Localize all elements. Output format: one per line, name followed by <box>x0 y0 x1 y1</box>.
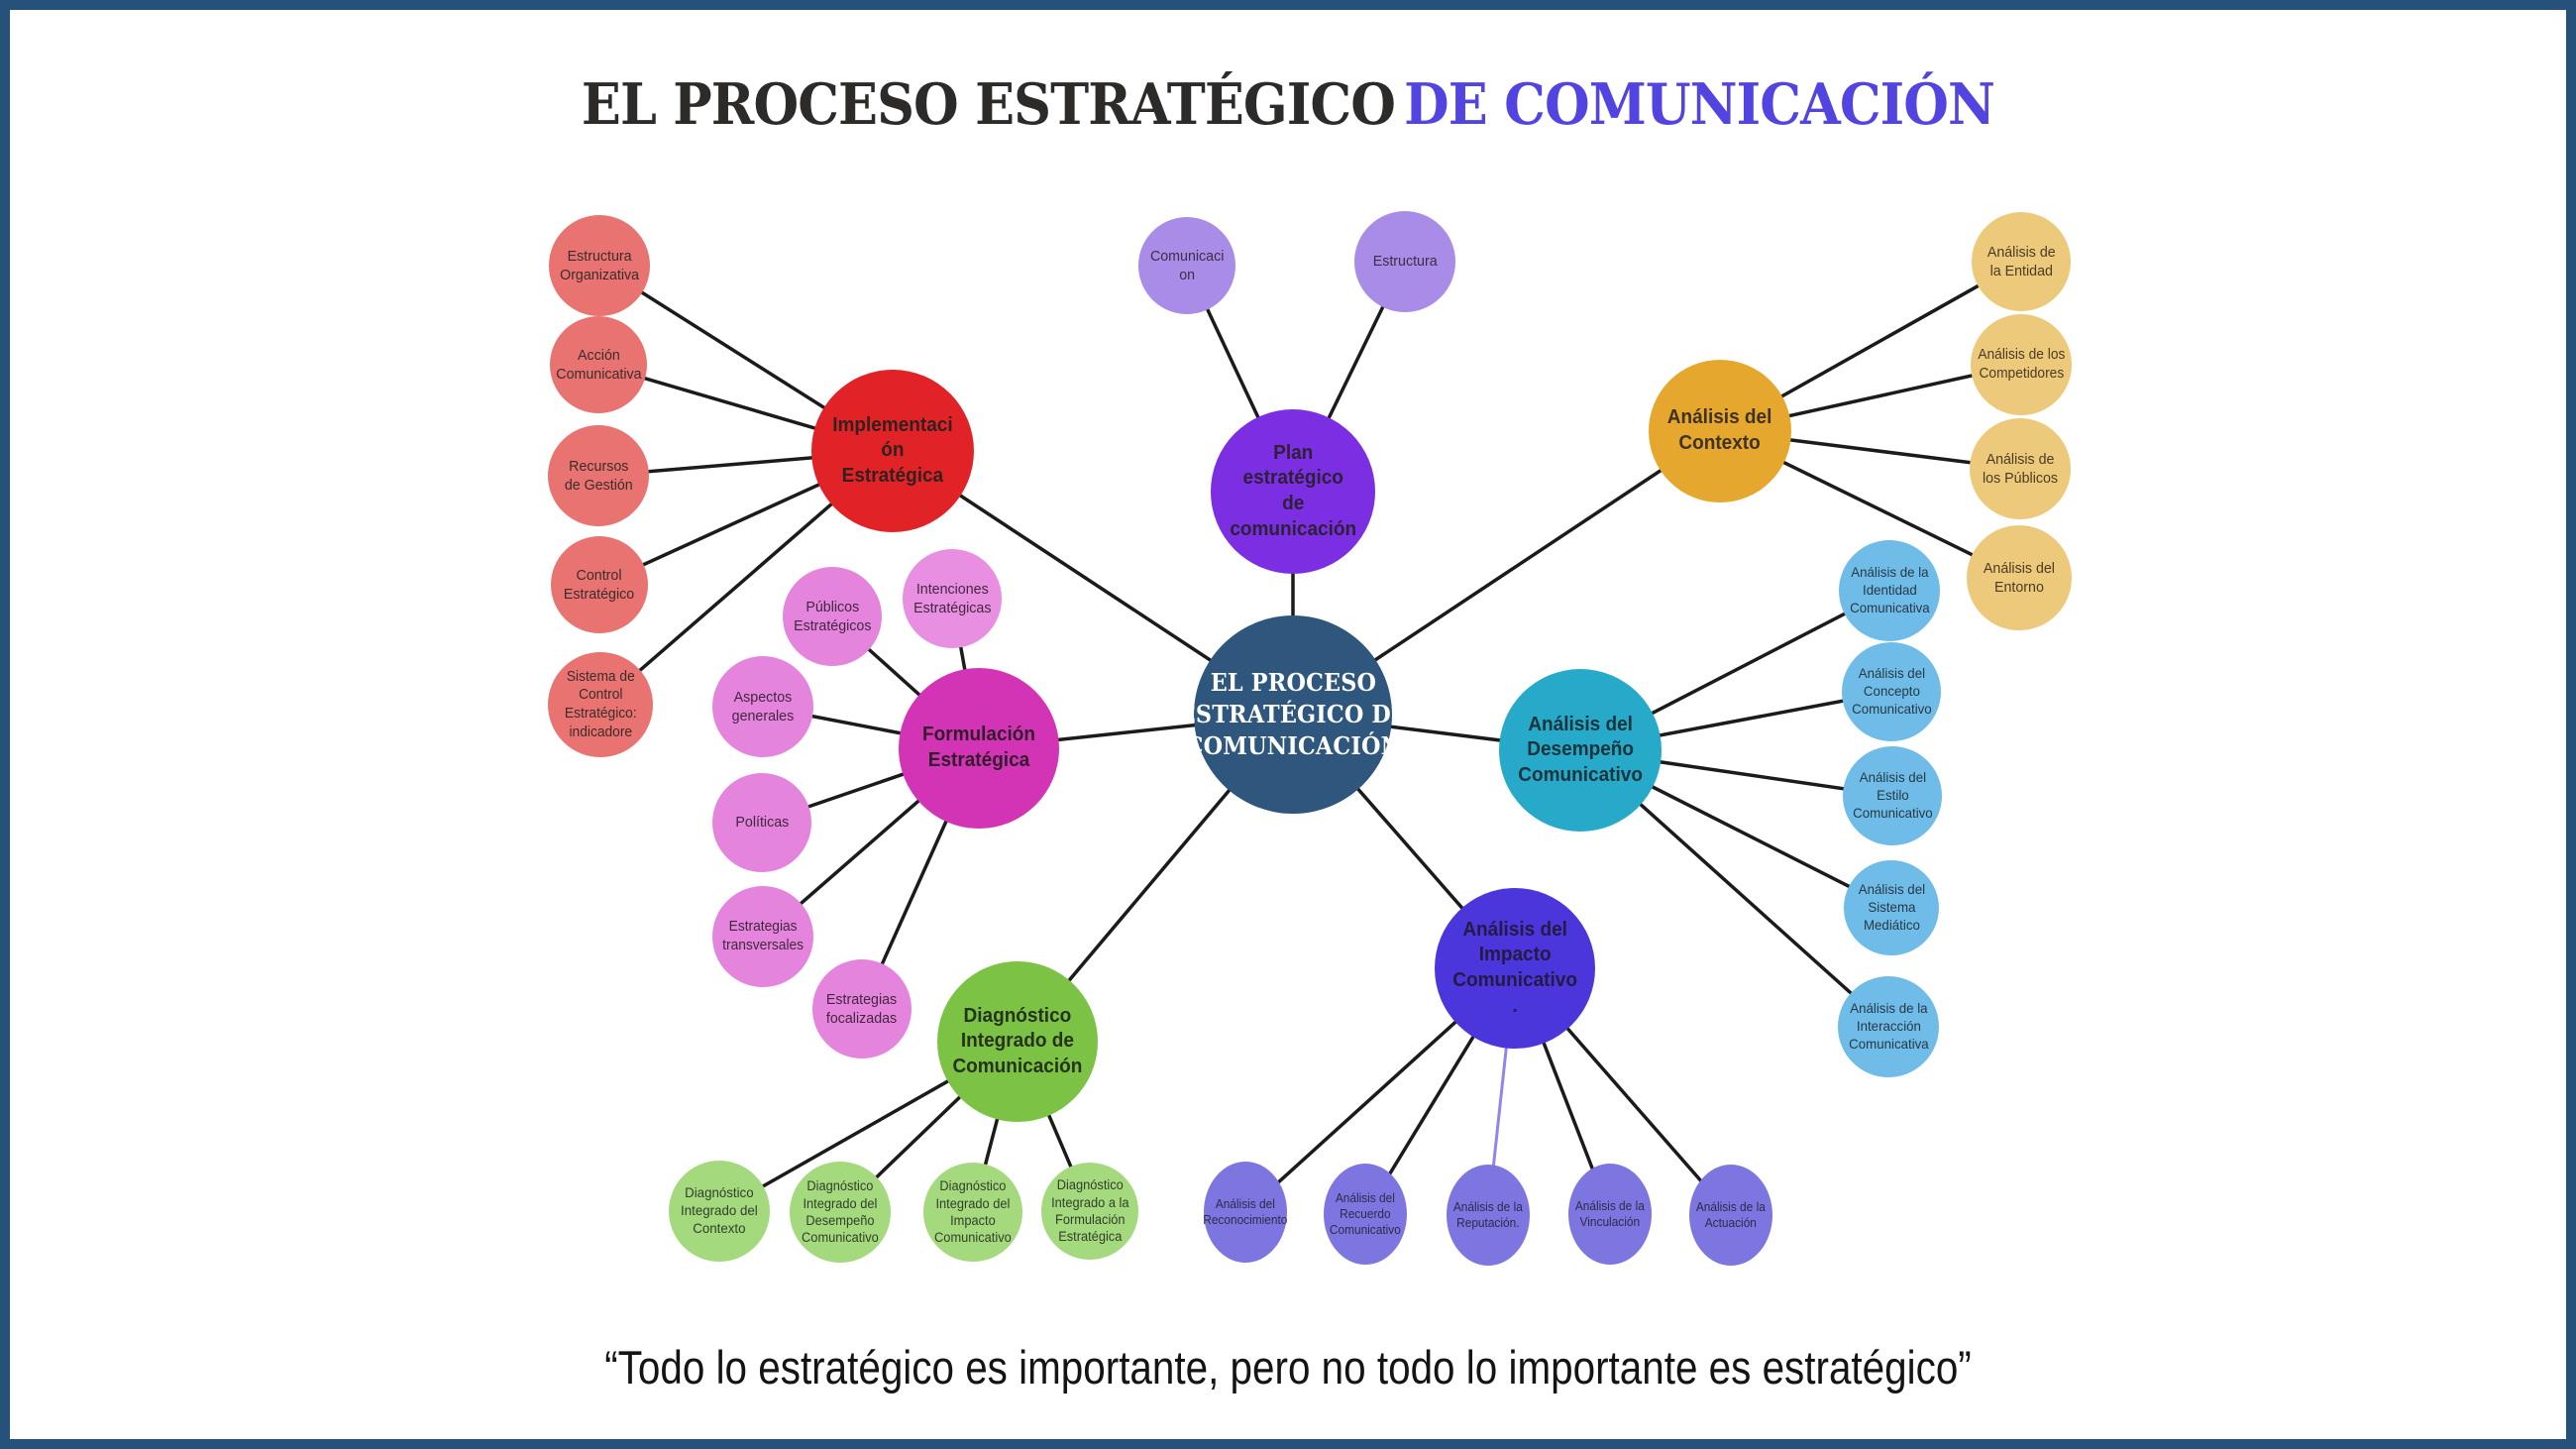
node-label: Políticas <box>735 814 789 832</box>
bottom-quote: “Todo lo estratégico es importante, pero… <box>604 1341 1972 1393</box>
node-label: Estructura <box>1372 253 1438 271</box>
title-main: EL PROCESO ESTRATÉGICO <box>581 71 1396 138</box>
node-estructura[interactable]: Estructura <box>1354 211 1455 312</box>
node-politicas[interactable]: Políticas <box>712 773 811 872</box>
title-accent: DE COMUNICACIÓN <box>1404 71 1995 138</box>
